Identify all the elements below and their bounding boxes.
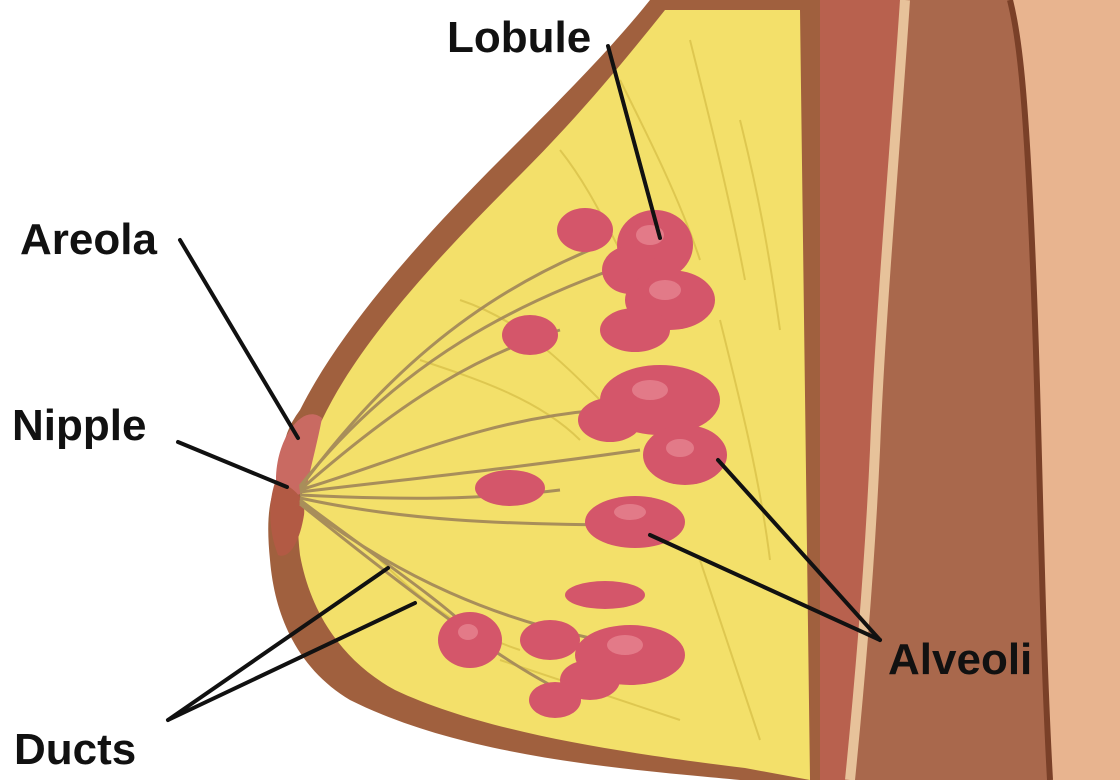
alveoli-label: Alveoli bbox=[888, 638, 1032, 682]
areola-label: Areola bbox=[20, 218, 157, 262]
nipple-label: Nipple bbox=[12, 404, 146, 448]
areola-pointer bbox=[180, 240, 298, 438]
ducts-label: Ducts bbox=[14, 728, 136, 772]
lobule-label: Lobule bbox=[447, 16, 591, 60]
nipple-pointer bbox=[178, 442, 287, 487]
